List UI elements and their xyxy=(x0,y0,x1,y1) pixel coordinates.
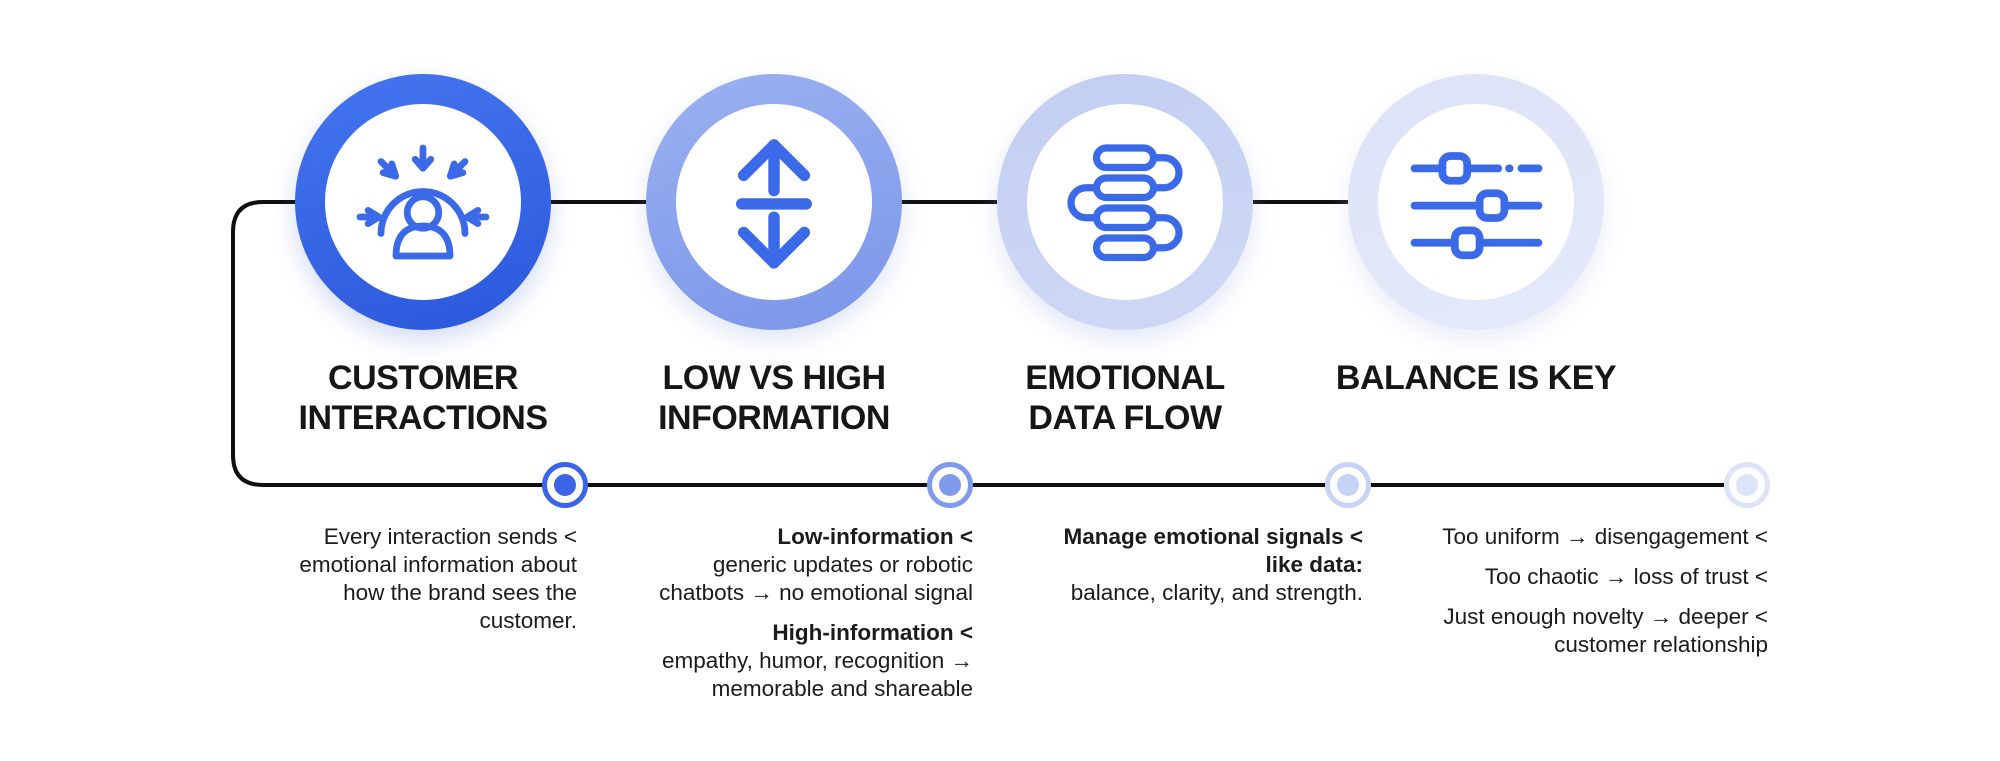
timeline-dot-core xyxy=(1736,474,1758,496)
timeline-line xyxy=(231,200,1749,487)
step-low-vs-high-information: LOW VS HIGH INFORMATION xyxy=(646,74,902,437)
description-line: Just enough novelty → deeper < xyxy=(1443,604,1768,629)
description-line: how the brand sees the xyxy=(343,580,577,605)
timeline-dot-1 xyxy=(542,462,588,508)
description-line: Manage emotional signals < xyxy=(1063,524,1363,549)
step-emotional-data-flow: EMOTIONAL DATA FLOW xyxy=(997,74,1253,437)
step-ring-inner xyxy=(1027,104,1223,300)
up-down-arrows-icon xyxy=(736,139,812,269)
timeline-dot-core xyxy=(1337,474,1359,496)
timeline-dot-4 xyxy=(1724,462,1770,508)
description-line: Low-information < xyxy=(777,524,973,549)
step-ring xyxy=(1348,74,1604,330)
timeline-dot-core xyxy=(554,474,576,496)
description-line: chatbots → no emotional signal xyxy=(659,580,973,605)
timeline-dot-3 xyxy=(1325,462,1371,508)
description-line: Too uniform → disengagement < xyxy=(1442,524,1768,549)
step-ring xyxy=(295,74,551,330)
description-low-vs-high-information: Low-information < generic updates or rob… xyxy=(593,523,973,703)
step-title: EMOTIONAL DATA FLOW xyxy=(1025,359,1225,437)
description-line: customer. xyxy=(479,608,577,633)
step-title: CUSTOMER INTERACTIONS xyxy=(298,359,549,437)
description-line: emotional information about xyxy=(299,552,577,577)
description-line: empathy, humor, recognition → xyxy=(662,648,973,673)
timeline-dot-core xyxy=(939,474,961,496)
description-line: like data: xyxy=(1265,552,1363,577)
description-line: generic updates or robotic xyxy=(712,552,973,577)
description-line: High-information < xyxy=(772,620,973,645)
description-line: memorable and shareable xyxy=(711,676,973,701)
step-title: BALANCE IS KEY xyxy=(1335,359,1617,397)
flow-pills-icon xyxy=(1067,144,1183,262)
description-line: Too chaotic → loss of trust < xyxy=(1484,564,1768,589)
step-ring-inner xyxy=(1378,104,1574,300)
description-line: customer relationship xyxy=(1554,632,1768,657)
step-balance-is-key: BALANCE IS KEY xyxy=(1336,74,1617,397)
description-line: Every interaction sends < xyxy=(323,524,577,549)
step-customer-interactions: CUSTOMER INTERACTIONS xyxy=(295,74,551,437)
step-ring-inner xyxy=(676,104,872,300)
step-ring xyxy=(997,74,1253,330)
person-focus-icon xyxy=(356,144,490,260)
step-ring xyxy=(646,74,902,330)
step-title: LOW VS HIGH INFORMATION xyxy=(658,359,890,437)
timeline-dot-2 xyxy=(927,462,973,508)
description-line: balance, clarity, and strength. xyxy=(1070,580,1363,605)
sliders-icon xyxy=(1410,151,1542,259)
step-ring-inner xyxy=(325,104,521,300)
description-emotional-data-flow: Manage emotional signals < like data: ba… xyxy=(983,523,1363,607)
description-customer-interactions: Every interaction sends < emotional info… xyxy=(197,523,577,635)
description-balance-is-key: Too uniform → disengagement < Too chaoti… xyxy=(1388,523,1768,659)
